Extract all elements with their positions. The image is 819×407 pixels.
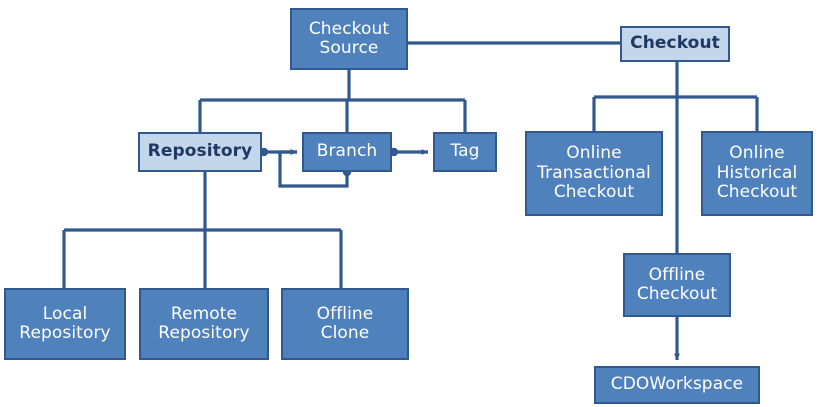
node-online-transactional-checkout[interactable]: Online Transactional Checkout: [525, 131, 663, 216]
node-label: Branch: [316, 141, 378, 162]
node-label: Online Transactional Checkout: [537, 143, 651, 203]
node-label: Checkout Source: [308, 18, 390, 58]
node-label: Repository: [147, 141, 253, 162]
node-label: Checkout: [630, 33, 720, 54]
node-label: Online Historical Checkout: [716, 143, 798, 203]
node-repository[interactable]: Repository: [138, 132, 262, 172]
node-cdoworkspace[interactable]: CDOWorkspace: [594, 366, 760, 404]
node-label: CDOWorkspace: [610, 374, 744, 395]
node-online-historical-checkout[interactable]: Online Historical Checkout: [701, 131, 813, 216]
node-branch[interactable]: Branch: [302, 132, 392, 172]
node-offline-clone[interactable]: Offline Clone: [281, 288, 409, 360]
node-label: Offline Clone: [316, 303, 374, 343]
edge-branch-self-loop: [278, 149, 349, 188]
node-checkout[interactable]: Checkout: [620, 26, 730, 62]
node-local-repository[interactable]: Local Repository: [4, 288, 126, 360]
node-remote-repository[interactable]: Remote Repository: [139, 288, 269, 360]
node-label: Tag: [450, 141, 480, 162]
node-offline-checkout[interactable]: Offline Checkout: [623, 253, 731, 317]
node-tag[interactable]: Tag: [433, 132, 497, 172]
node-label: Remote Repository: [158, 303, 250, 343]
node-label: Local Repository: [19, 303, 111, 343]
node-label: Offline Checkout: [636, 264, 718, 304]
node-checkout-source[interactable]: Checkout Source: [290, 8, 408, 70]
